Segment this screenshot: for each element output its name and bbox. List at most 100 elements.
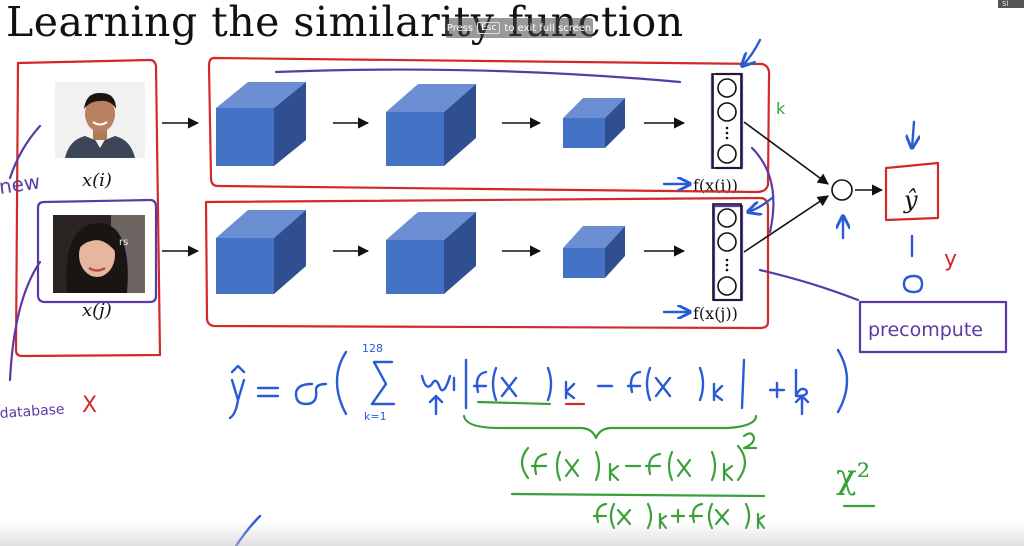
formula-f1-open bbox=[491, 366, 498, 402]
formula-f1-k bbox=[564, 380, 576, 400]
encoding-dots-top bbox=[725, 126, 729, 140]
player-bottom-shade bbox=[0, 522, 1024, 546]
corner-tab[interactable]: Sl bbox=[998, 0, 1024, 8]
fullscreen-hint-prefix: Press bbox=[446, 22, 474, 34]
formula-f1-x bbox=[500, 376, 518, 398]
esc-key: Esc bbox=[477, 22, 501, 34]
cube-2-bottom bbox=[386, 212, 476, 294]
fullscreen-hint-suffix: to exit full screen bbox=[504, 22, 592, 34]
database-curve bbox=[8, 260, 42, 382]
chi-square-exponent bbox=[742, 432, 758, 450]
combine-node bbox=[831, 179, 853, 201]
formula-f1-close bbox=[546, 366, 553, 402]
formula-f2-x bbox=[654, 376, 672, 398]
encoding-dots-bottom bbox=[725, 258, 729, 272]
note-new: new bbox=[0, 169, 42, 199]
input-label-bottom-text: x(j) bbox=[82, 300, 112, 321]
link-curve bbox=[750, 146, 775, 234]
pointer-bottom-unit bbox=[748, 196, 774, 212]
arrow-enc-top-to-node bbox=[743, 121, 829, 185]
similarity-formula bbox=[228, 348, 849, 440]
pointer-output bbox=[912, 120, 914, 148]
formula-f2-k bbox=[712, 382, 724, 402]
sum-lower-limit: k=1 bbox=[364, 410, 387, 423]
output-outline bbox=[884, 161, 940, 222]
new-curve bbox=[8, 124, 42, 180]
input-label-bottom: x(j) bbox=[82, 300, 112, 321]
encoding-units-top bbox=[712, 73, 742, 169]
formula-b bbox=[794, 368, 809, 398]
precompute-link bbox=[758, 268, 860, 302]
woman-photo-icon: rs bbox=[53, 215, 145, 293]
cube-3-bottom bbox=[563, 226, 625, 278]
formula-w-arrow bbox=[428, 394, 444, 416]
encoding-bracket-bottom bbox=[712, 204, 744, 302]
chi-f2-open bbox=[667, 450, 674, 482]
pointer-top-unit bbox=[742, 38, 762, 66]
encoding-bottom-text: f(x(j)) bbox=[693, 304, 738, 323]
cube-2-top bbox=[386, 84, 476, 166]
formula-yhat-hat bbox=[230, 364, 246, 374]
fullscreen-hint: Press Esc to exit full screen bbox=[445, 18, 593, 38]
input-photo-top bbox=[55, 82, 145, 158]
chi-denom-f1-x bbox=[616, 508, 632, 526]
formula-underline-f bbox=[476, 400, 552, 406]
formula-w bbox=[420, 374, 452, 392]
chi-f1-k bbox=[608, 462, 620, 482]
svg-text:rs: rs bbox=[119, 237, 128, 248]
flow-arrows bbox=[162, 117, 884, 257]
formula-f2-open bbox=[645, 366, 652, 402]
note-precompute: precompute bbox=[868, 319, 983, 341]
formula-equals bbox=[256, 386, 280, 398]
encoding-bottom: f(x(j)) bbox=[693, 304, 738, 323]
encoding-top-text: f(x(i)) bbox=[693, 176, 739, 195]
note-database: database bbox=[0, 402, 65, 422]
man-photo-icon bbox=[55, 82, 145, 158]
top-arrow-line bbox=[274, 68, 682, 84]
formula-open-paren bbox=[335, 350, 348, 416]
chi-fraction-bar bbox=[510, 492, 766, 498]
sum-upper-limit: 128 bbox=[362, 342, 383, 355]
chi-f2 bbox=[644, 452, 662, 476]
top-network-outline bbox=[207, 56, 771, 194]
formula-sigma bbox=[294, 382, 328, 406]
chi-denom-plus bbox=[670, 508, 686, 524]
chi-f2-k bbox=[722, 462, 734, 482]
formula-close-paren bbox=[836, 348, 849, 414]
input-group-outline bbox=[14, 58, 162, 358]
output-zero-stroke bbox=[902, 274, 924, 294]
note-k: k bbox=[776, 99, 786, 118]
chi-f1-x bbox=[564, 458, 580, 478]
formula-f2-close bbox=[698, 366, 705, 402]
arrow-enc-bottom-to-node bbox=[743, 195, 829, 253]
chi-f1-open bbox=[555, 450, 562, 482]
encoding-top: f(x(i)) bbox=[693, 176, 738, 195]
formula-f2 bbox=[626, 370, 642, 394]
formula-b-arrow bbox=[794, 394, 810, 416]
chi-close-paren bbox=[736, 444, 747, 482]
chi-denom-f2-x bbox=[714, 508, 730, 526]
chi-denom-f2 bbox=[688, 502, 704, 524]
formula-underbrace bbox=[462, 414, 758, 440]
note-x-mark: X bbox=[82, 393, 97, 418]
input-label-top: x(i) bbox=[82, 170, 112, 191]
chi-f1 bbox=[530, 452, 548, 476]
formula-f1 bbox=[472, 370, 488, 394]
formula-plus bbox=[768, 381, 786, 399]
bottom-network-outline bbox=[204, 196, 770, 330]
input-photo-bottom: rs bbox=[53, 215, 145, 293]
chi-open-paren bbox=[520, 446, 530, 480]
chi-f1-close bbox=[594, 450, 601, 482]
chi-square-formula bbox=[510, 432, 876, 530]
formula-abs-right bbox=[740, 358, 746, 410]
encoding-units-bottom bbox=[712, 203, 742, 301]
formula-yhat-y bbox=[228, 378, 246, 420]
output-label: ŷ bbox=[903, 186, 918, 214]
chi-f2-close bbox=[710, 450, 717, 482]
cube-1-bottom bbox=[216, 210, 306, 294]
formula-sum bbox=[370, 360, 396, 406]
cube-1-top bbox=[216, 82, 306, 166]
precompute-outline bbox=[858, 300, 1008, 354]
cube-3-top bbox=[563, 98, 625, 148]
chi-denom-f1 bbox=[592, 502, 608, 524]
